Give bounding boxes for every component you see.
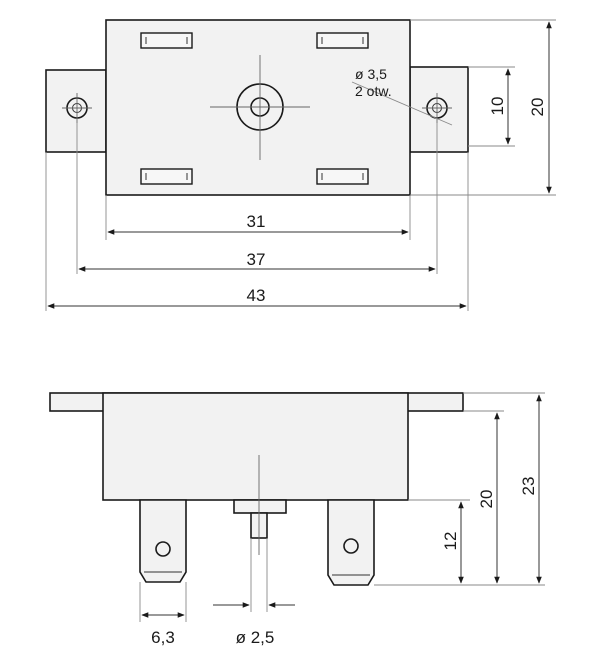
dim-37: 37 [247, 250, 266, 269]
dim-20-side: 20 [477, 490, 496, 509]
dim-31: 31 [247, 212, 266, 231]
dim-23: 23 [519, 477, 538, 496]
dim-10: 10 [488, 97, 507, 116]
terminal-slots [140, 32, 369, 185]
dim-12: 12 [441, 532, 460, 551]
hole-diameter-note: ø 3,5 [355, 66, 387, 82]
dim-43: 43 [247, 286, 266, 305]
center-pin [233, 455, 287, 555]
main-body-top [105, 19, 411, 196]
side-extension-lines [139, 392, 545, 622]
dim-6-3: 6,3 [151, 628, 175, 647]
left-flange [45, 69, 107, 153]
main-body-side [102, 392, 409, 501]
left-spade-terminal [139, 499, 187, 583]
right-spade-terminal [327, 499, 375, 586]
right-flange [409, 66, 469, 153]
hole-count-note: 2 otw. [355, 83, 392, 99]
dim-2-5: ø 2,5 [236, 628, 275, 647]
side-view: 12 20 23 6,3 ø 2,5 [49, 392, 545, 647]
left-mounting-hole [62, 93, 92, 123]
dim-20-top: 20 [528, 98, 547, 117]
center-hole [210, 55, 310, 160]
top-view: 31 37 43 10 20 ø 3,5 2 otw. [45, 19, 556, 311]
top-extension-lines [45, 19, 556, 311]
right-mounting-hole [422, 93, 452, 123]
